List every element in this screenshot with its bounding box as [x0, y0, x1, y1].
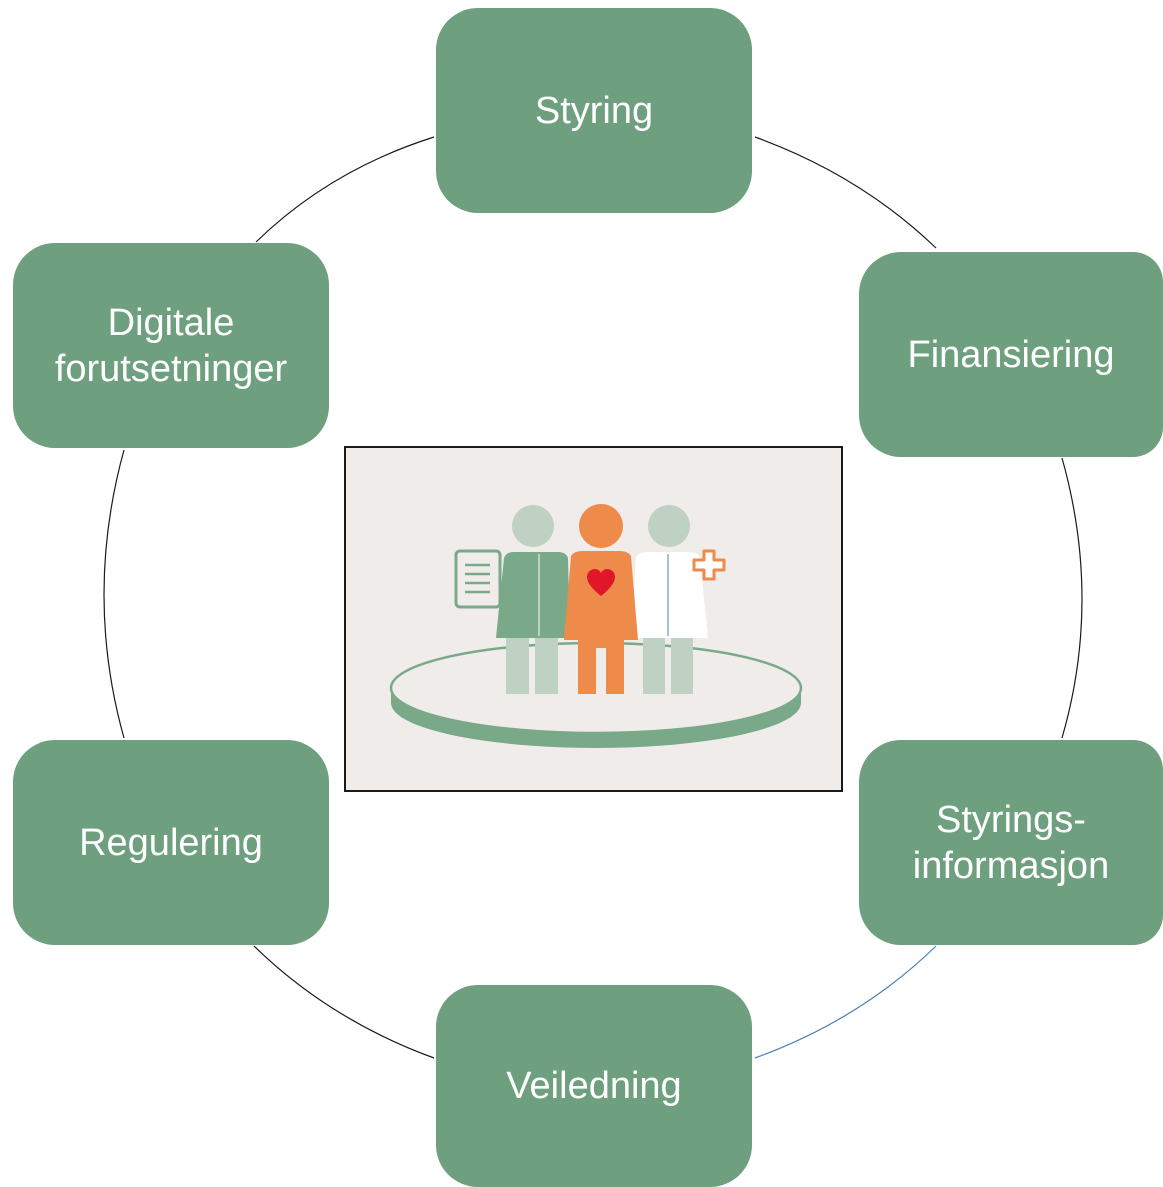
node-styringsinformasjon-line-2: informasjon — [912, 844, 1110, 887]
center-illustration-frame — [344, 446, 843, 792]
node-veiledning: Veiledning — [436, 985, 752, 1187]
node-regulering: Regulering — [13, 740, 329, 945]
ring-arc-right — [1061, 457, 1083, 739]
node-digitale-forutsetninger-label: Digitale forutsetninger — [55, 300, 287, 392]
node-finansiering-line-1: Finansiering — [907, 333, 1115, 376]
person-left — [496, 505, 570, 694]
ring-arc-bottom-left — [253, 945, 435, 1059]
medical-cross-icon — [692, 549, 726, 581]
ring-arc-top-left — [255, 136, 435, 243]
ring-arc-bottom-right — [754, 945, 937, 1059]
person-center — [564, 504, 638, 694]
node-finansiering-label: Finansiering — [908, 332, 1115, 378]
node-veiledning-line-1: Veiledning — [506, 1065, 682, 1107]
node-regulering-label: Regulering — [79, 820, 263, 866]
node-digitale-forutsetninger-line-2: forutsetninger — [54, 347, 288, 390]
heart-icon — [587, 569, 615, 596]
node-styring: Styring — [436, 8, 752, 213]
node-styringsinformasjon: Styrings- informasjon — [859, 740, 1163, 945]
node-veiledning-label: Veiledning — [506, 1063, 681, 1109]
node-regulering-line-1: Regulering — [79, 821, 263, 864]
node-digitale-forutsetninger: Digitale forutsetninger — [13, 243, 329, 448]
document-icon — [454, 549, 502, 609]
node-styringsinformasjon-label: Styrings- informasjon — [913, 797, 1109, 889]
node-styringsinformasjon-line-1: Styrings- — [936, 798, 1086, 841]
node-finansiering: Finansiering — [859, 252, 1163, 457]
ring-arc-left — [103, 449, 125, 739]
node-styring-label: Styring — [535, 88, 653, 134]
node-styring-line-1: Styring — [534, 89, 654, 132]
ring-arc-top-right — [754, 136, 937, 249]
people-on-platform-illustration — [389, 504, 803, 748]
person-right — [631, 505, 708, 694]
node-digitale-forutsetninger-line-1: Digitale — [107, 301, 235, 344]
